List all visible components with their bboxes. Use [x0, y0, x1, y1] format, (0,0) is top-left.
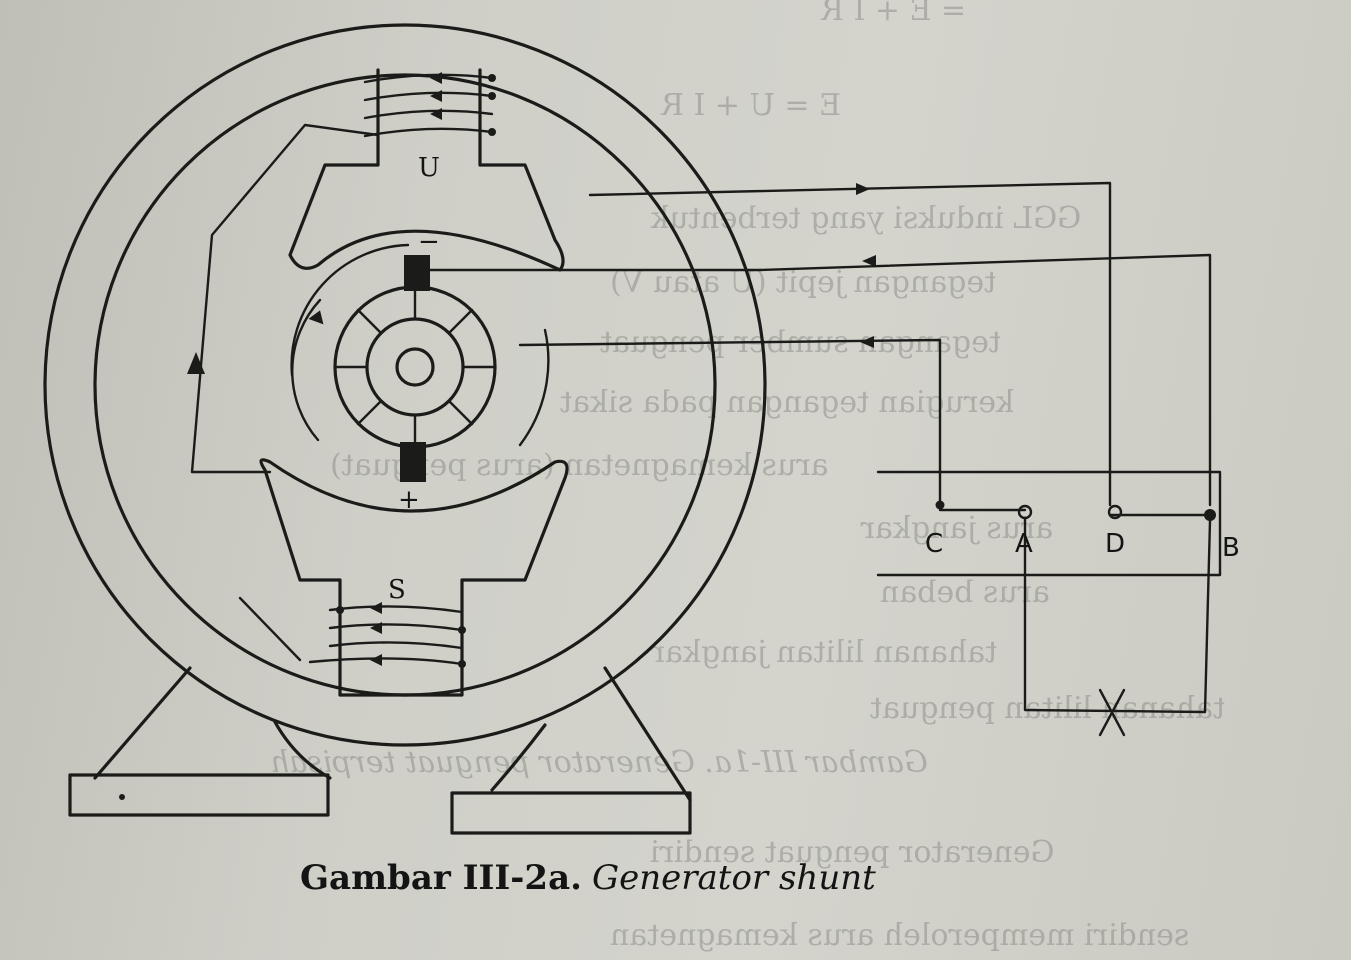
- armature: [333, 255, 497, 482]
- north-pole: [288, 68, 565, 272]
- armature-wire-to-b: [758, 253, 1212, 507]
- brush-plus-label: +: [398, 485, 420, 515]
- figure-label: Gambar III-2a.: [300, 858, 582, 898]
- right-leg: [603, 666, 692, 802]
- bleed-line: tahanan lilitan jangkar: [650, 635, 997, 670]
- field-coil-turn: [328, 623, 464, 632]
- bleed-line: E = U + I R: [660, 88, 841, 123]
- field-coil-turn: [363, 109, 494, 120]
- shaft: [395, 347, 435, 387]
- right-foot-plate: [450, 791, 692, 835]
- field-coil-turn: [328, 641, 464, 650]
- rotation-arrow-icon: [308, 310, 324, 325]
- coil-terminal-dot: [458, 626, 466, 634]
- coil-terminal-dot: [488, 128, 496, 136]
- current-direction-arrow-icon: [860, 336, 874, 348]
- left-leg: [93, 666, 192, 780]
- current-direction-arrow-icon: [862, 255, 876, 267]
- bleed-line: kerugian tegangan pada sikat: [560, 385, 1014, 420]
- rotation-arc-inner: [291, 298, 322, 442]
- field-wire-to-d: [588, 181, 1112, 507]
- bleed-line: GGL induksi yang terbentuk: [650, 201, 1081, 236]
- north-pole-shoe: [288, 68, 565, 272]
- machine-base: [68, 666, 692, 835]
- current-direction-arrow-icon: [856, 183, 870, 195]
- bleed-line: Gambar III-1a. Generator penguat terpisa…: [270, 745, 928, 780]
- terminal-box: [876, 470, 1222, 577]
- brush-minus-label: −: [418, 227, 440, 257]
- pole-south-label: S: [388, 575, 406, 605]
- bleed-line: arus beban: [880, 575, 1050, 610]
- commutator-segments: [333, 285, 497, 449]
- field-flux-arc: [518, 328, 550, 447]
- field-coil-turn: [363, 127, 494, 138]
- bleed-line: sendiri memperoleh arus kemagnetan: [610, 918, 1189, 953]
- figure-caption: Gambar III-2a.Generator shunt: [300, 858, 1000, 898]
- coil-arrow-icon: [430, 90, 442, 102]
- bleed-line: Generator penguat sendiri: [650, 835, 1055, 870]
- terminal-d-dot: [1107, 504, 1123, 520]
- load-switch-icon: [1098, 688, 1126, 737]
- south-pole: [259, 458, 569, 697]
- external-load-circuit: [1023, 516, 1212, 714]
- terminal-d-label: D: [1105, 529, 1125, 559]
- right-inner-leg: [490, 723, 547, 792]
- yoke-outer-ring: [43, 23, 767, 747]
- coil-terminal-dot: [336, 606, 344, 614]
- current-direction-arrow-icon: [187, 352, 205, 374]
- coil-terminal-dot: [458, 660, 466, 668]
- south-pole-shoe: [259, 458, 569, 697]
- field-coil-turn: [308, 657, 464, 666]
- coil-terminal-dot: [488, 92, 496, 100]
- terminal-b-label: B: [1222, 533, 1240, 563]
- coil-arrow-icon: [430, 72, 442, 84]
- bleed-line: tahanan lilitan penguat: [870, 691, 1225, 726]
- terminal-a-dot: [1017, 504, 1033, 520]
- coil-terminal-dot: [488, 74, 496, 82]
- field-coil-turn: [328, 605, 464, 614]
- brush-top: [404, 255, 430, 291]
- terminal-box-outline: [876, 470, 1222, 577]
- field-coil-turn: [363, 91, 494, 102]
- field-coil-turn: [363, 73, 494, 84]
- coil-arrow-icon: [370, 622, 382, 634]
- terminal-c-label: C: [925, 529, 943, 559]
- field-return-wire: [190, 123, 380, 474]
- left-foot-plate: [68, 773, 330, 817]
- coil-arrow-icon: [370, 602, 382, 614]
- coil-arrow-icon: [430, 108, 442, 120]
- bolt-hole: [119, 794, 125, 800]
- pole-north-label: U: [418, 153, 440, 183]
- terminal-a-label: A: [1015, 529, 1033, 559]
- figure-title: Generator shunt: [591, 858, 876, 898]
- bleed-line: = E + I R: [820, 0, 966, 28]
- field-wire-to-c: [518, 338, 942, 507]
- terminal-c-dot: [935, 500, 945, 510]
- field-lead-wire: [238, 596, 302, 662]
- terminal-b-dot: [1204, 509, 1216, 521]
- coil-arrow-icon: [370, 654, 382, 666]
- brush-bottom: [400, 442, 426, 482]
- rotation-arc: [290, 243, 410, 377]
